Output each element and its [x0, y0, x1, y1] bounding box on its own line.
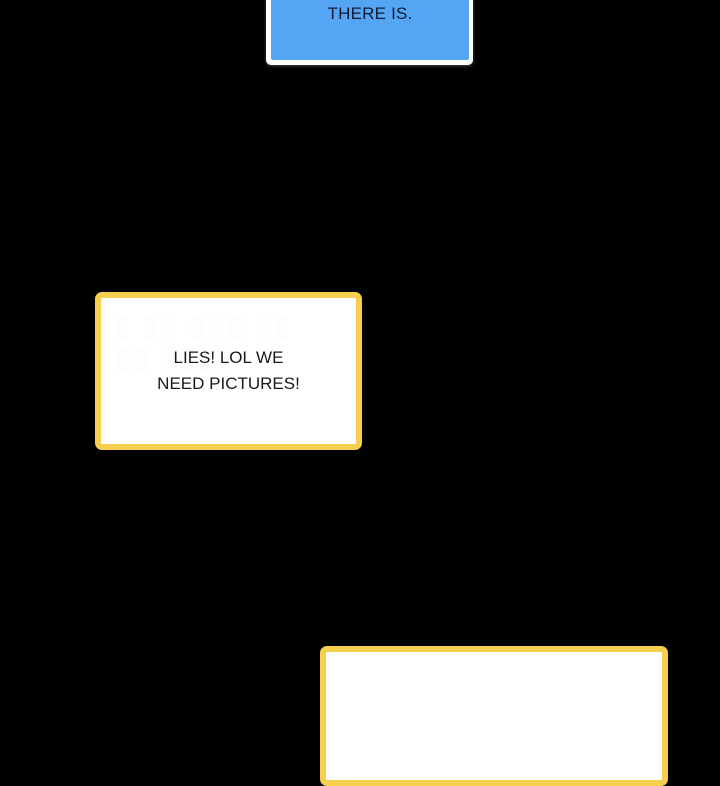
speech-card-middle-line-1: LIES! LOL WE [173, 348, 284, 367]
speech-card-bottom[interactable] [320, 646, 668, 786]
speech-card-blue-text: THERE IS. [327, 4, 413, 23]
canvas-stage: THERE IS. █ ██ ███ ██ ██ ████ LIES! LOL … [95, 0, 668, 786]
speech-card-middle[interactable]: █ ██ ███ ██ ██ ████ LIES! LOL WE NEED PI… [95, 292, 362, 450]
speech-card-blue-fill: THERE IS. [271, 0, 469, 60]
speech-card-middle-ghost-line-2: ██ ████ [115, 350, 237, 371]
speech-card-blue[interactable]: THERE IS. [266, 0, 473, 65]
speech-card-middle-line-2: NEED PICTURES! [157, 374, 300, 393]
speech-card-bottom-text [484, 652, 504, 672]
speech-card-middle-ghost-line-1: █ ██ ███ ██ [115, 318, 294, 339]
